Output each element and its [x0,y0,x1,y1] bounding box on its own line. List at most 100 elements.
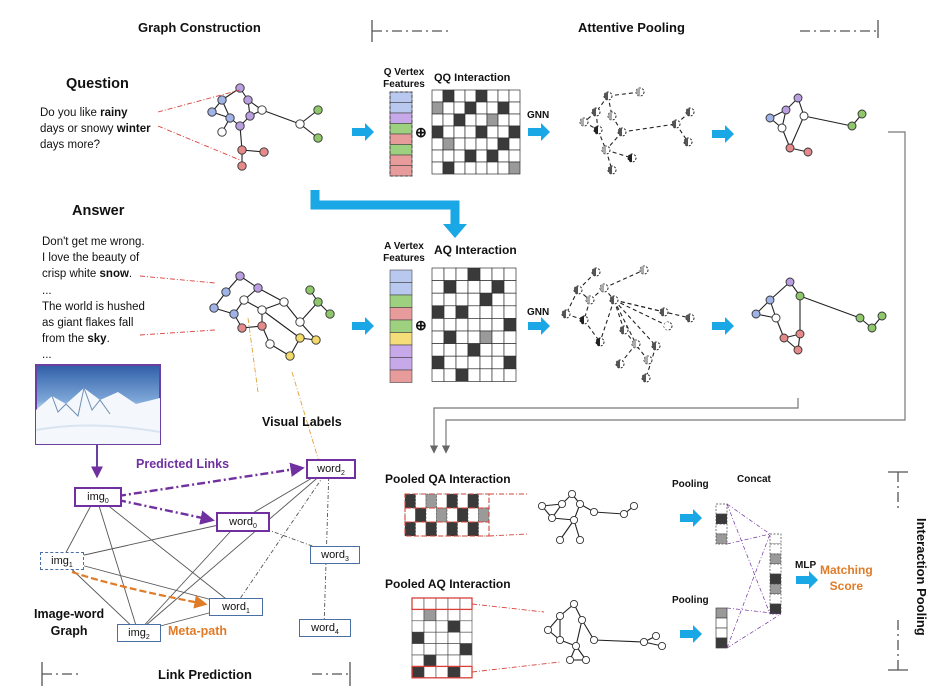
matrix-cell [475,137,488,151]
q-to-a-transfer-arrow [310,190,467,238]
pooling-vector-cell [715,607,728,619]
pooled-aq-row-highlight [411,665,473,679]
concat-connector [726,503,771,615]
attentive-pooling-bracket [371,20,879,42]
vertex-feature-cell [389,154,413,166]
graph-node [555,535,565,545]
graph-node [785,143,795,153]
graph-node-fill [642,374,646,382]
pooled-qa-cell [404,521,416,537]
matrix-cell [475,125,488,139]
question-line: days or snowy winter [40,123,151,135]
vertex-feature-cell [389,165,413,177]
graph-node-fill [608,112,612,120]
graph-node-fill [592,108,596,116]
node-word1: word1 [209,598,263,616]
matrix-cell [453,137,466,151]
pooled-qa-cell [425,521,437,537]
pooled-qa-label: Pooled QA Interaction [385,472,511,486]
pooled-qa-cell [436,521,448,537]
pooled-qa-cell [467,521,479,537]
graph-node [567,489,577,499]
matrix-cell [464,101,477,115]
pooled-aq-cell [411,620,425,633]
graph-node-fill [586,296,590,304]
matrix-cell [455,343,469,357]
iw-edge [61,519,242,561]
matrix-cell [491,330,505,344]
graph-construction-header: Graph Construction [138,20,261,35]
matrix-cell [475,101,488,115]
matrix-cell [503,355,517,370]
matrix-cell [431,318,445,332]
matrix-cell [503,318,517,332]
node-img2: img2 [117,624,161,642]
graph-node [785,277,795,287]
graph-edge [607,91,641,97]
graph-node [257,305,267,315]
answer-text: Don't get me wrong. I love the beauty of… [42,234,145,364]
question-graph [207,83,323,171]
graph-node-fill [600,284,604,292]
graph-edge [789,115,805,149]
vertex-feature-cell [389,294,413,308]
node-img0: img0 [74,487,122,507]
answer-title: Answer [72,203,125,219]
pooled-aq-cell [459,631,473,644]
pooled-aq-cell [435,643,449,656]
pooling-vector-cell [769,543,782,555]
answer-line: ... [42,349,52,362]
pooled-aq-cell [435,620,449,633]
matrix-cell [497,125,510,139]
pooled-aq-cell [435,609,449,622]
pooled-qa-cell [467,493,479,509]
matrix-cell [431,137,444,151]
graph-node [235,271,245,281]
matrix-cell [464,161,477,175]
matrix-cell [453,161,466,175]
matrix-cell [486,137,499,151]
aq-connector [471,603,545,613]
matrix-cell [491,368,505,382]
concat-connector [726,613,782,649]
graph-node [259,147,269,157]
pooling-vector-cell [715,513,728,525]
graph-node-fill [562,310,566,318]
answer-to-visual-links [247,317,321,466]
matrix-cell [479,305,493,319]
graph-edge [261,309,301,339]
matrix-cell [479,280,493,294]
graph-node [765,295,775,305]
matrix-cell [431,280,445,294]
matrix-cell [442,149,455,163]
oplus-symbol-q: ⊕ [415,124,427,140]
matrix-cell [491,280,505,294]
graph-node [569,515,579,525]
graph-node [547,513,557,523]
matrix-cell [464,137,477,151]
matrix-cell [508,101,521,115]
q-pooled-graph [765,93,867,157]
mlp-label: MLP [795,560,817,571]
pooling-label-qa: Pooling [672,479,709,490]
graph-node [313,297,323,307]
graph-node-fill [686,314,690,322]
matrix-cell [491,343,505,357]
graph-node [225,113,235,123]
vertex-feature-cell [389,102,413,114]
graph-node [325,309,335,319]
graph-node [207,107,217,117]
pooled-aq-cell [423,643,437,656]
matrix-cell [453,113,466,127]
pooled-aq-matrix [411,597,561,679]
flow-arrow [528,317,550,335]
matrix-cell [431,101,444,115]
meta-path-label: Meta-path [168,624,228,638]
graph-node [589,507,599,517]
flow-arrow [680,625,702,643]
vertex-feature-cell [389,269,413,283]
graph-edge [799,295,861,319]
graph-node [243,95,253,105]
matrix-cell [431,89,444,103]
